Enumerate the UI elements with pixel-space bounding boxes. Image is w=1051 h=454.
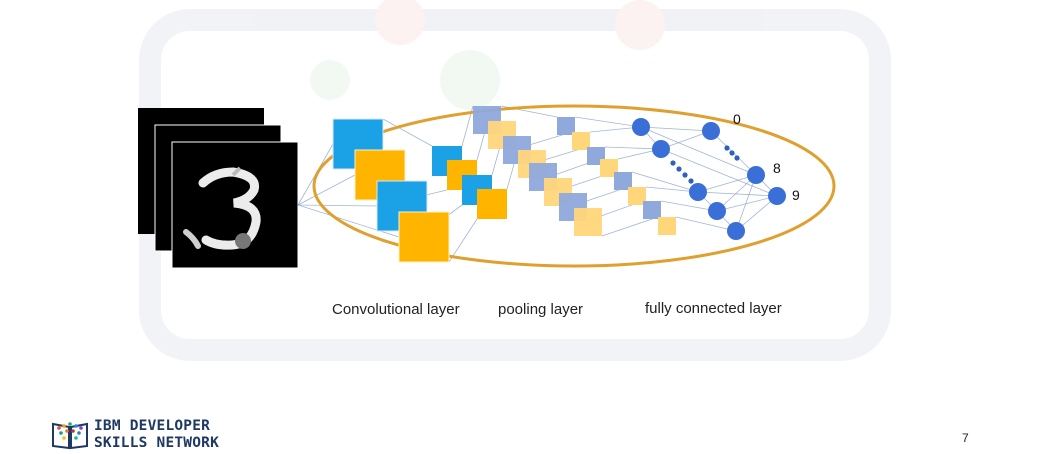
ellipsis-dot bbox=[676, 166, 682, 172]
pooling-layer bbox=[473, 106, 676, 236]
fully-connected-layer-label: fully connected layer bbox=[645, 300, 782, 317]
conv-feature-map bbox=[398, 211, 450, 263]
convolutional-layer bbox=[332, 118, 507, 263]
handwritten-digit-image bbox=[183, 166, 261, 250]
connection-line bbox=[640, 126, 712, 132]
connection-line bbox=[697, 174, 757, 193]
page-number: 7 bbox=[962, 431, 969, 445]
brand-line-1: IBM DEVELOPER bbox=[94, 418, 211, 434]
connection-line bbox=[640, 126, 757, 176]
fully-connected-layer bbox=[632, 118, 786, 240]
pool-map-small bbox=[658, 217, 676, 235]
output-node bbox=[747, 166, 765, 184]
connection-line bbox=[675, 216, 737, 232]
brand-line-2: SKILLS NETWORK bbox=[94, 435, 220, 451]
ellipsis-dot bbox=[670, 160, 676, 166]
input-image-stack bbox=[138, 108, 299, 269]
pool-map-small bbox=[614, 172, 632, 190]
connection-line bbox=[574, 116, 642, 128]
connection-line bbox=[660, 200, 718, 212]
output-node bbox=[702, 122, 720, 140]
ellipsis-dot bbox=[729, 150, 735, 156]
book-logo-icon bbox=[52, 422, 88, 450]
connection-line bbox=[604, 146, 662, 150]
pool-map-small bbox=[557, 117, 575, 135]
ellipsis-dot bbox=[688, 178, 694, 184]
fc-node bbox=[632, 118, 650, 136]
ellipsis-dot bbox=[682, 172, 688, 178]
output-label-9: 9 bbox=[792, 187, 800, 203]
conv-feature-map-small bbox=[477, 189, 507, 219]
network-ellipse bbox=[312, 104, 836, 268]
connection-line bbox=[716, 195, 778, 212]
fc-node bbox=[708, 202, 726, 220]
pool-map bbox=[574, 208, 602, 236]
fc-node bbox=[689, 183, 707, 201]
connection-line bbox=[601, 216, 659, 237]
pooling-layer-label: pooling layer bbox=[498, 301, 584, 318]
connection-line bbox=[631, 171, 699, 193]
ellipsis-dot bbox=[724, 145, 730, 151]
connection-line bbox=[660, 148, 778, 197]
connection-line bbox=[735, 174, 757, 232]
brand-logo: IBM DEVELOPER SKILLS NETWORK bbox=[50, 416, 240, 452]
ellipsis-dot bbox=[734, 155, 740, 161]
pool-map-small bbox=[628, 187, 646, 205]
pool-map-small bbox=[600, 159, 618, 177]
connection-lines bbox=[297, 105, 778, 263]
convolutional-layer-label: Convolutional layer bbox=[332, 301, 460, 318]
output-node bbox=[768, 187, 786, 205]
connection-line bbox=[297, 174, 356, 206]
fc-node bbox=[727, 222, 745, 240]
pool-map-small bbox=[643, 201, 661, 219]
connection-line bbox=[382, 118, 433, 147]
connection-line bbox=[697, 191, 778, 197]
pool-map-small bbox=[572, 132, 590, 150]
output-label-8: 8 bbox=[773, 160, 781, 176]
fc-node bbox=[652, 140, 670, 158]
output-label-0: 0 bbox=[733, 111, 741, 127]
connection-line bbox=[297, 204, 378, 207]
connection-line bbox=[297, 204, 400, 238]
connection-line bbox=[448, 218, 478, 263]
